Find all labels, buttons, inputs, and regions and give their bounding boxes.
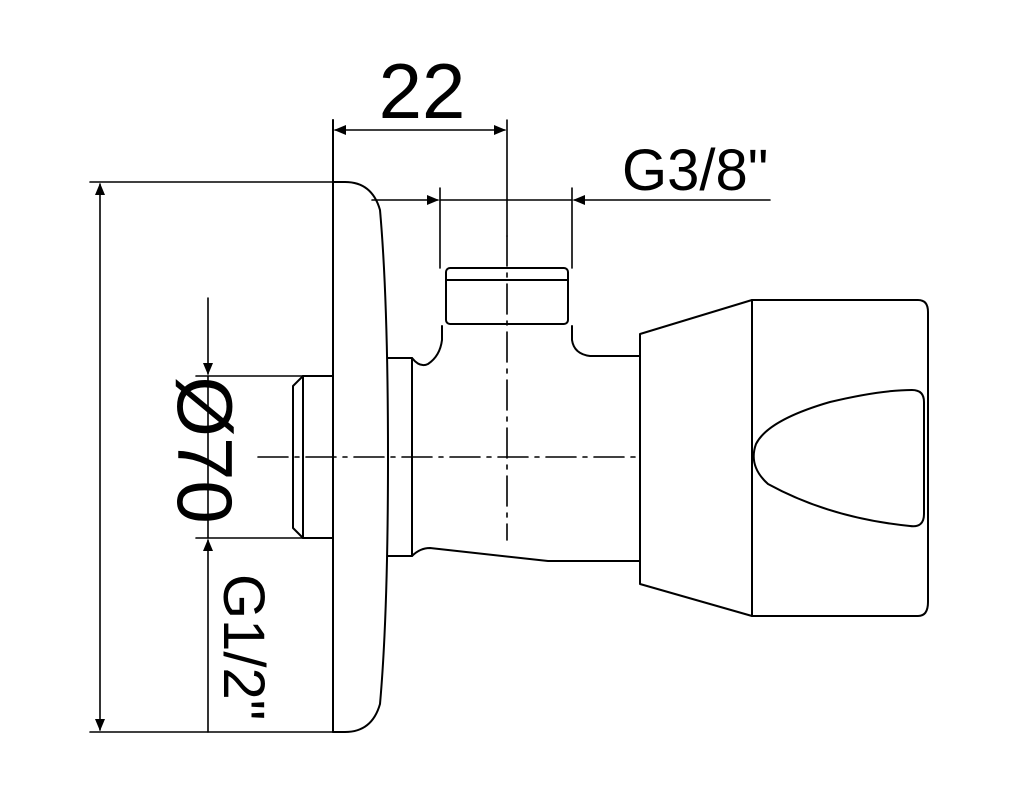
handle-grip-notch bbox=[752, 389, 925, 528]
valve-body-top bbox=[411, 325, 443, 367]
valve-body-bottom bbox=[411, 547, 641, 562]
dim-label-22: 22 bbox=[379, 47, 466, 135]
dim-label-g38: G3/8" bbox=[622, 138, 768, 203]
handle-taper bbox=[639, 299, 753, 617]
handle-cap bbox=[751, 299, 929, 617]
dim-label-g12: G1/2" bbox=[211, 574, 276, 720]
valve-body-outlet-right bbox=[571, 325, 641, 357]
dim-label-diameter-70: Ø70 bbox=[161, 376, 249, 523]
rosette-outline bbox=[332, 181, 389, 733]
